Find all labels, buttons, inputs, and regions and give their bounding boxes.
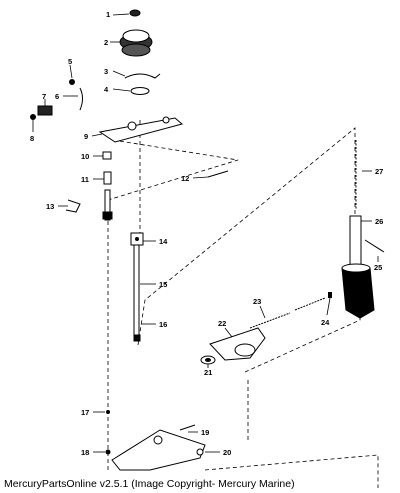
part-5-screw bbox=[69, 64, 75, 85]
part-6-spring-clip bbox=[63, 87, 83, 111]
part-8-bolt bbox=[30, 114, 36, 132]
part-11-bushing bbox=[93, 171, 112, 185]
bellows-boot bbox=[341, 263, 375, 319]
callout-25: 25 bbox=[374, 263, 382, 272]
part-4-washer bbox=[112, 87, 150, 95]
callout-12: 12 bbox=[181, 174, 189, 183]
part-18-pin bbox=[93, 449, 111, 455]
part-26-shaft bbox=[349, 215, 372, 267]
part-16-end-fitting bbox=[133, 323, 156, 342]
part-7-bracket bbox=[37, 99, 53, 116]
callout-17: 17 bbox=[81, 408, 89, 417]
callout-6: 6 bbox=[55, 92, 59, 101]
callout-27: 27 bbox=[375, 167, 383, 176]
callout-3: 3 bbox=[104, 67, 108, 76]
part-23-spring bbox=[249, 305, 291, 329]
callout-5: 5 bbox=[68, 57, 72, 66]
part-12-screw bbox=[192, 170, 229, 179]
spring bbox=[294, 297, 326, 311]
callout-19: 19 bbox=[201, 428, 209, 437]
part-14-coupler bbox=[130, 232, 156, 246]
callout-1: 1 bbox=[106, 10, 110, 19]
part-13-clip bbox=[58, 199, 81, 213]
part-24-pin bbox=[326, 292, 332, 316]
part-21-washer bbox=[200, 355, 216, 368]
part-19-clip bbox=[179, 424, 198, 433]
callout-8: 8 bbox=[30, 134, 34, 143]
callout-26: 26 bbox=[375, 217, 383, 226]
part-22-handle bbox=[209, 327, 266, 361]
part-20-shift-cam-plate bbox=[111, 429, 220, 471]
part-2-bearing-gear bbox=[110, 29, 153, 57]
callout-23: 23 bbox=[253, 297, 261, 306]
part-10-nut bbox=[93, 151, 112, 160]
callout-18: 18 bbox=[81, 448, 89, 457]
callout-14: 14 bbox=[159, 237, 168, 246]
callout-4: 4 bbox=[104, 85, 109, 94]
part-9-shift-lever-plate bbox=[91, 116, 184, 143]
shift-shaft bbox=[102, 189, 113, 221]
callout-24: 24 bbox=[321, 318, 330, 327]
callout-21: 21 bbox=[204, 368, 212, 377]
callout-15: 15 bbox=[159, 280, 167, 289]
callout-10: 10 bbox=[81, 152, 89, 161]
callout-labels: 1 2 3 4 5 6 7 8 9 10 11 12 13 14 15 16 1… bbox=[30, 10, 383, 457]
copyright-footer: MercuryPartsOnline v2.5.1 (Image Copyrig… bbox=[4, 478, 295, 490]
callout-9: 9 bbox=[84, 132, 88, 141]
part-3-clip bbox=[112, 70, 161, 79]
callout-20: 20 bbox=[223, 448, 231, 457]
part-17-pin bbox=[93, 410, 110, 414]
callout-22: 22 bbox=[218, 319, 226, 328]
callout-11: 11 bbox=[81, 175, 89, 184]
part-1-screw bbox=[112, 9, 141, 17]
part-25-pin bbox=[364, 239, 385, 262]
callout-7: 7 bbox=[42, 92, 46, 101]
callout-13: 13 bbox=[46, 202, 54, 211]
assembly-guide-lines bbox=[107, 120, 379, 488]
callout-2: 2 bbox=[104, 38, 108, 47]
part-15-shift-rod bbox=[133, 244, 156, 336]
part-27-spring bbox=[355, 140, 372, 210]
callout-16: 16 bbox=[159, 320, 167, 329]
